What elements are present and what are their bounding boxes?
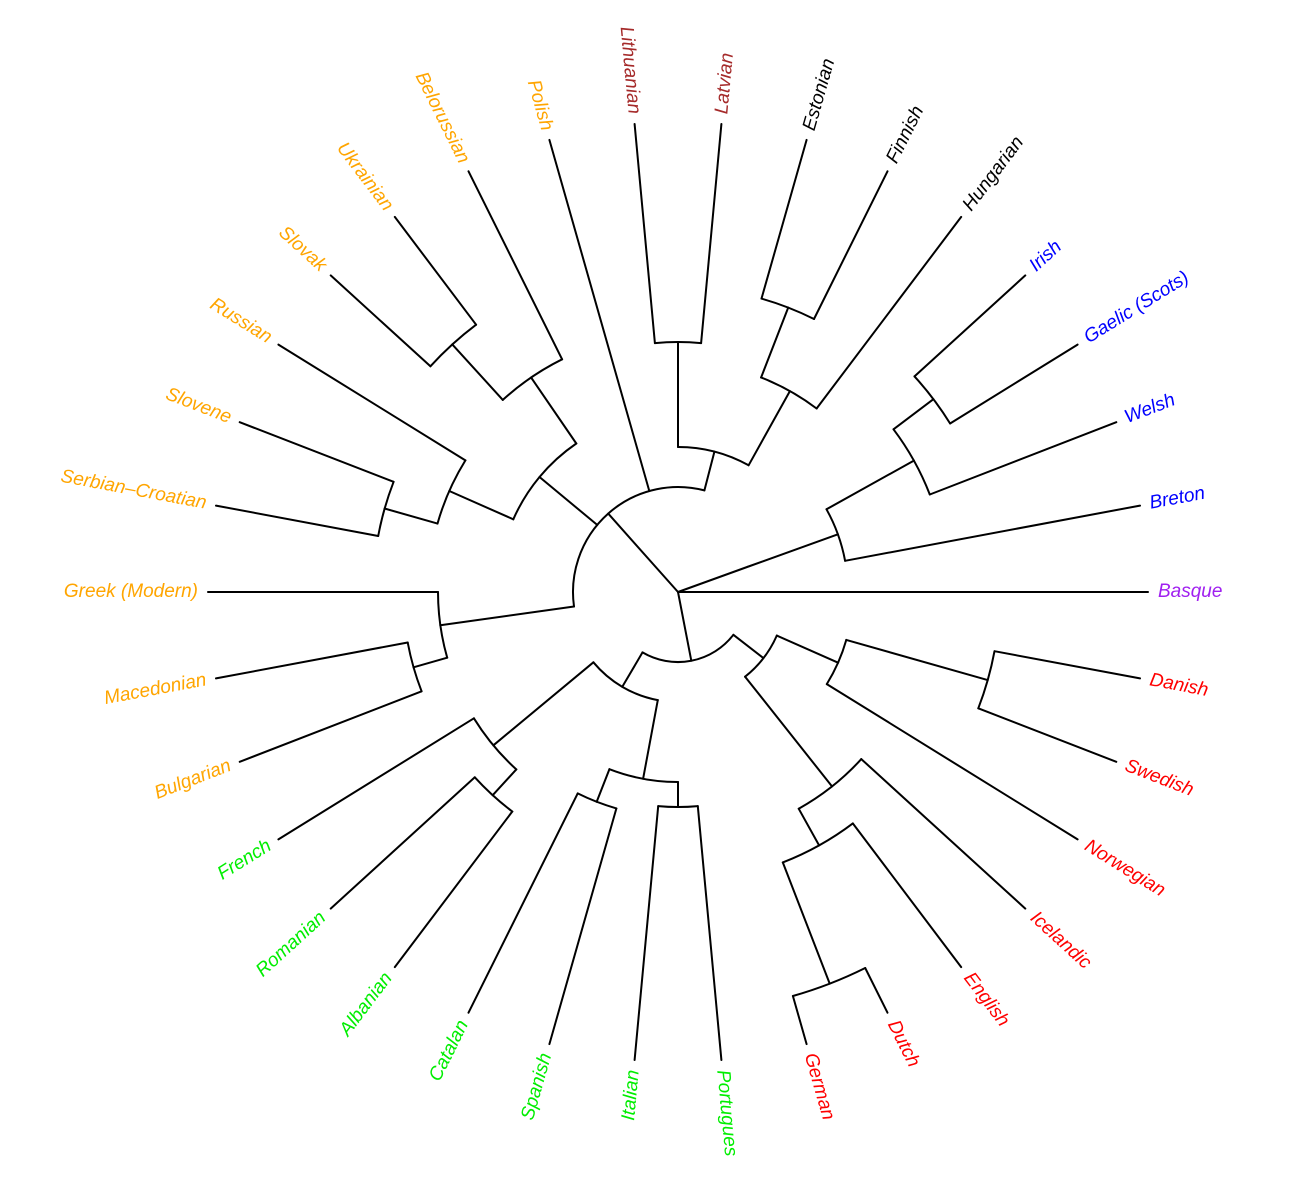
leaf-label-bulgarian: Bulgarian (152, 755, 234, 804)
branch-line (439, 605, 575, 627)
leaf-label-portugues: Portugues (712, 1069, 741, 1158)
branch-line (467, 792, 579, 1014)
leaf-label-dutch: Dutch (883, 1017, 924, 1071)
leaf-label-ukrainian: Ukrainian (332, 138, 397, 215)
leaf-label-albanian: Albanian (335, 968, 397, 1040)
branch-line (538, 476, 599, 526)
branch-line (642, 699, 659, 780)
branch-line (700, 123, 723, 345)
branch-line (732, 633, 765, 660)
branch-line (451, 343, 504, 401)
branch-line (329, 776, 476, 910)
branch-line (329, 274, 432, 368)
branch-line (860, 758, 1027, 910)
leaf-label-welsh: Welsh (1122, 389, 1178, 428)
leaf-label-finnish: Finnish (882, 103, 928, 167)
branch-line (548, 138, 651, 492)
leaf-label-greek-modern: Greek (Modern) (64, 581, 198, 602)
branch-line (548, 807, 618, 1046)
leaf-label-lithuanian: Lithuanian (616, 26, 645, 115)
branch-line (492, 661, 595, 747)
leaf-label-macedonian: Macedonian (102, 669, 208, 709)
branch-line (238, 421, 395, 483)
leaf-label-irish: Irish (1025, 236, 1066, 276)
leaf-label-romanian: Romanian (252, 907, 330, 981)
leaf-label-breton: Breton (1148, 483, 1207, 514)
branch-line (412, 656, 449, 669)
branch-line (595, 768, 611, 803)
branch-line (238, 690, 423, 763)
leaf-label-spanish: Spanish (517, 1051, 556, 1123)
leaf-label-latvian: Latvian (711, 52, 738, 115)
branch-line (781, 861, 831, 985)
leaf-label-belorussian: Belorussian (411, 69, 474, 167)
branch-line (864, 967, 889, 1014)
branch-line (277, 343, 467, 462)
leaf-label-catalan: Catalan (425, 1017, 473, 1085)
branch-line (747, 533, 839, 568)
branch-line (621, 651, 644, 688)
leaf-label-french: French (214, 835, 275, 884)
leaf-label-slovak: Slovak (274, 222, 331, 277)
branch-line (815, 215, 963, 410)
branch-line (760, 138, 808, 300)
leaf-label-slovene: Slovene (163, 384, 235, 428)
branch-line (977, 707, 1118, 763)
branch-line (383, 507, 439, 525)
leaf-label-norwegian: Norwegian (1081, 835, 1169, 901)
branch-line (215, 504, 380, 537)
branch-line (277, 717, 475, 841)
leaf-label-english: English (959, 968, 1013, 1030)
branch-line (744, 675, 833, 788)
branch-line (913, 274, 1027, 378)
branch-line (928, 421, 1118, 496)
branch-line (696, 805, 723, 1061)
branch-line (677, 565, 750, 593)
branch-line (791, 995, 808, 1046)
branch-line (677, 591, 693, 662)
dendrogram-branches (207, 123, 1149, 1061)
branch-line (813, 170, 889, 320)
leaf-label-basque: Basque (1158, 581, 1222, 602)
branch-line (530, 376, 578, 445)
leaf-label-polish: Polish (523, 78, 557, 134)
branch-line (747, 390, 791, 467)
leaf-label-estonian: Estonian (799, 56, 839, 133)
branch-line (825, 683, 1079, 841)
branch-line (993, 650, 1141, 680)
branch-line (467, 170, 564, 361)
leaf-label-icelandic: Icelandic (1026, 907, 1096, 973)
leaf-label-russian: Russian (206, 294, 275, 348)
leaf-label-italian: Italian (618, 1069, 644, 1121)
branch-line (393, 810, 514, 969)
branch-line (949, 343, 1079, 425)
leaf-label-hungarian: Hungarian (959, 132, 1029, 215)
leaf-label-gaelic-scots: Gaelic (Scots) (1080, 267, 1192, 348)
branch-line (491, 768, 518, 797)
leaf-label-swedish: Swedish (1122, 755, 1197, 801)
branch-line (797, 807, 821, 847)
branch-line (825, 459, 915, 511)
branch-line (607, 512, 679, 593)
leaf-label-serbian-croatian: Serbian–Croatian (59, 466, 208, 514)
leaf-label-german: German (800, 1051, 839, 1123)
branch-line (892, 398, 935, 431)
branch-line (851, 822, 963, 969)
branch-line (844, 504, 1141, 562)
branch-line (215, 641, 409, 680)
branch-line (703, 450, 716, 492)
branch-line (633, 123, 656, 345)
branch-line (448, 490, 515, 521)
branch-line (393, 215, 478, 326)
leaf-label-danish: Danish (1148, 669, 1210, 701)
branch-line (845, 638, 989, 682)
branch-line (760, 306, 790, 379)
branch-line (633, 805, 660, 1061)
branch-line (775, 634, 840, 664)
